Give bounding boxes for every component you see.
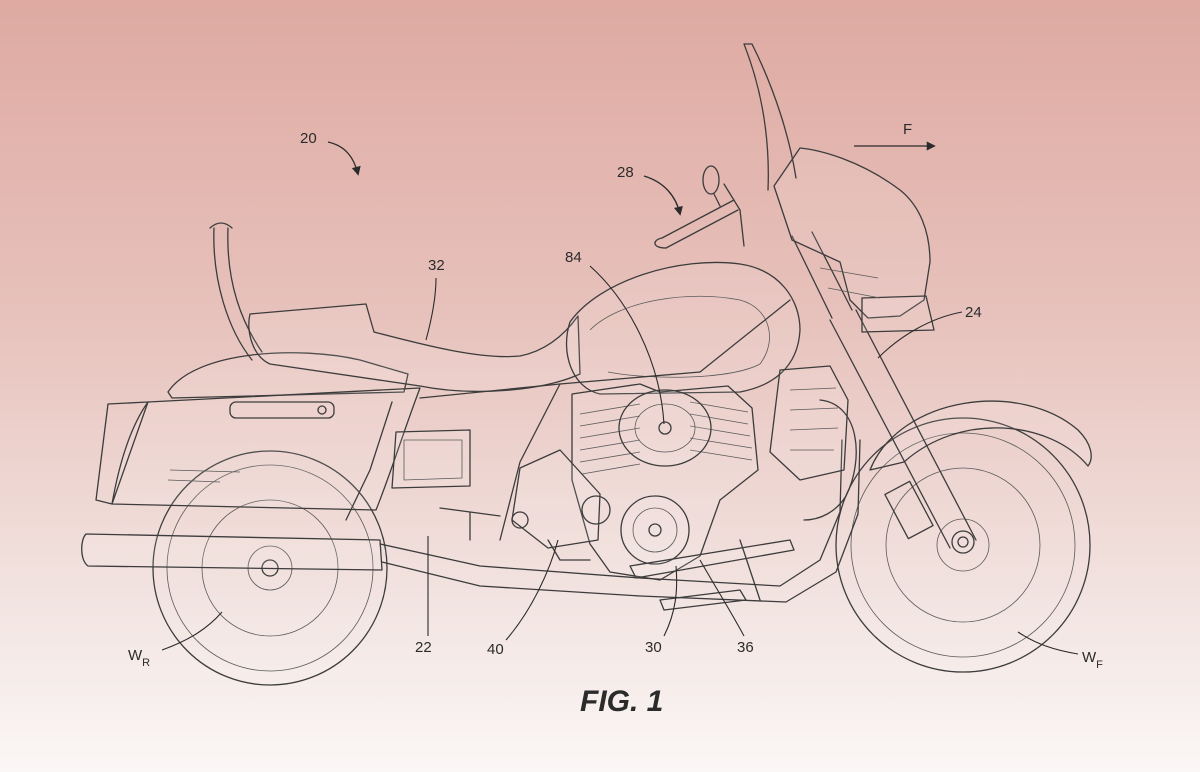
front-wheel bbox=[836, 418, 1090, 672]
handlebars bbox=[655, 166, 744, 248]
saddlebag bbox=[96, 388, 420, 510]
label-wr: WR bbox=[128, 647, 150, 669]
label-wf: WF bbox=[1082, 649, 1103, 671]
leader-32 bbox=[426, 278, 436, 340]
motorcycle-illustration bbox=[82, 44, 1091, 685]
arrow-28 bbox=[644, 176, 680, 214]
svg-text:WF: WF bbox=[1082, 649, 1103, 671]
wr-sub: R bbox=[142, 657, 150, 669]
label-40: 40 bbox=[487, 641, 504, 658]
lower-fairing bbox=[770, 366, 848, 480]
passenger-footrest bbox=[440, 508, 500, 540]
label-84: 84 bbox=[565, 249, 582, 266]
leader-wf bbox=[1018, 632, 1078, 654]
wf-sub: F bbox=[1096, 659, 1103, 671]
svg-text:WR: WR bbox=[128, 647, 150, 669]
arrow-20 bbox=[328, 142, 358, 174]
wf-main: W bbox=[1082, 649, 1097, 666]
label-22: 22 bbox=[415, 639, 432, 656]
label-32: 32 bbox=[428, 257, 445, 274]
fuel-tank bbox=[567, 262, 800, 394]
label-30: 30 bbox=[645, 639, 662, 656]
label-20: 20 bbox=[300, 130, 317, 147]
label-28: 28 bbox=[617, 164, 634, 181]
wr-main: W bbox=[128, 647, 143, 664]
side-cover bbox=[392, 430, 470, 488]
leader-36 bbox=[700, 560, 744, 636]
label-F: F bbox=[903, 121, 912, 138]
figure-caption: FIG. 1 bbox=[580, 685, 663, 718]
label-24: 24 bbox=[965, 304, 982, 321]
label-36: 36 bbox=[737, 639, 754, 656]
